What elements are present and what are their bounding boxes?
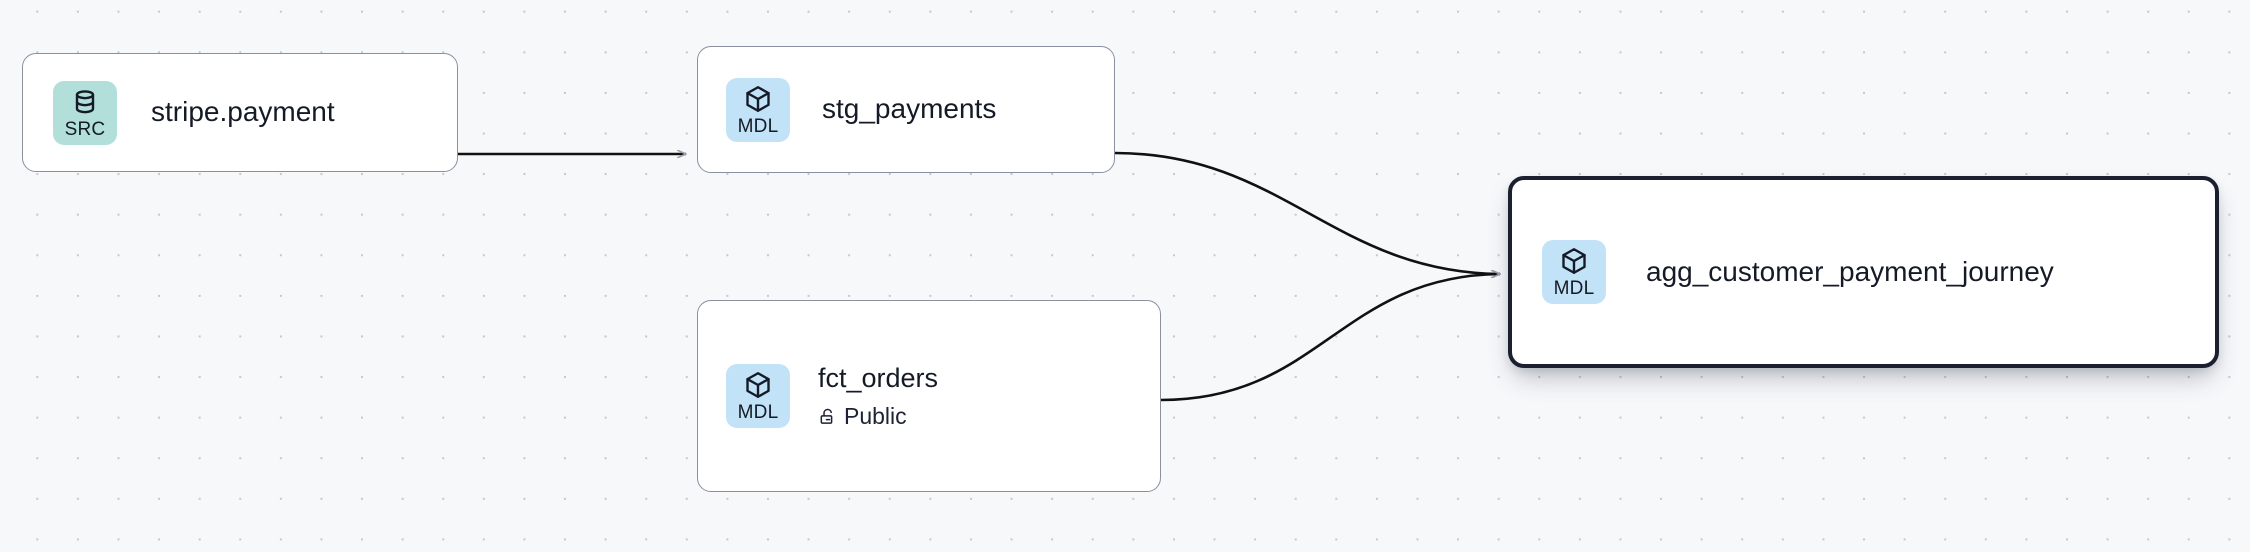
node-type-badge-label: MDL [737, 115, 779, 137]
node-type-badge-label: MDL [737, 402, 779, 423]
node-title: stripe.payment [151, 96, 335, 128]
cube-icon [743, 370, 773, 400]
node-type-badge-mdl: MDL [1542, 240, 1606, 304]
node-type-badge-mdl: MDL [726, 364, 790, 428]
edge-stg-payments-to-agg-journey [1114, 151, 1500, 274]
lineage-node-stg-payments[interactable]: MDL stg_payments [697, 46, 1115, 173]
lineage-node-fct-orders[interactable]: MDL fct_orders Public [697, 300, 1161, 492]
unlock-icon [818, 407, 837, 426]
lineage-node-agg-customer-payment-journey[interactable]: MDL agg_customer_payment_journey [1508, 176, 2219, 368]
cube-icon [743, 84, 773, 114]
node-title: fct_orders [818, 362, 939, 393]
node-body: stg_payments [822, 93, 996, 125]
cube-icon [1559, 246, 1589, 276]
node-visibility-label: Public [844, 402, 907, 429]
node-title: agg_customer_payment_journey [1646, 255, 2054, 287]
node-body: agg_customer_payment_journey [1646, 256, 2054, 288]
node-body: fct_orders Public [818, 363, 938, 429]
node-type-badge-src: SRC [53, 80, 117, 145]
node-visibility: Public [818, 403, 938, 429]
node-body: stripe.payment [151, 96, 335, 128]
node-title: stg_payments [822, 93, 997, 125]
node-type-badge-label: SRC [64, 118, 106, 140]
edge-fct-orders-to-agg-journey [1160, 274, 1500, 402]
node-type-badge-mdl: MDL [726, 77, 790, 142]
database-icon [70, 87, 100, 117]
node-type-badge-label: MDL [1553, 278, 1595, 299]
lineage-node-stripe-payment[interactable]: SRC stripe.payment [22, 53, 458, 172]
